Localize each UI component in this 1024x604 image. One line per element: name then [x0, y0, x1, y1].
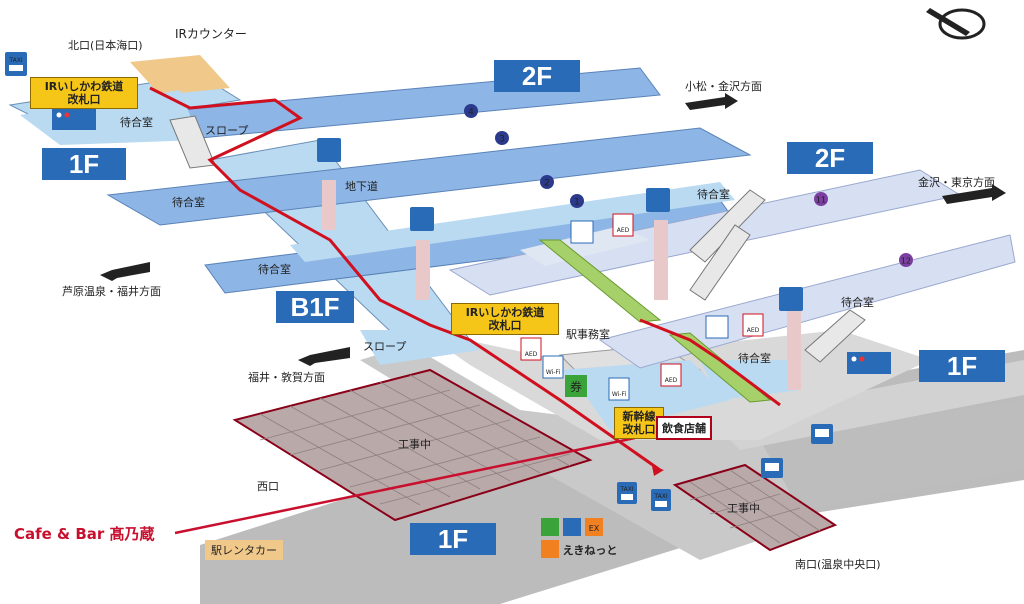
svg-text:1: 1	[574, 198, 580, 208]
svg-text:4: 4	[468, 108, 474, 118]
waiting-room-2f-left: 待合室	[172, 195, 205, 209]
north-exit-label: 北口(日本海口)	[68, 38, 143, 52]
waiting-room-nw: 待合室	[120, 115, 153, 129]
svg-text:券: 券	[570, 379, 582, 394]
ir-counter-label: IRカウンター	[175, 27, 247, 41]
cafe-callout-label: Cafe & Bar 髙乃蔵	[14, 525, 155, 543]
dir-fukui: 福井・敦賀方面	[248, 370, 325, 384]
accessible-route	[149, 86, 661, 472]
dir-awara: 芦原温泉・福井方面	[62, 284, 161, 298]
restaurant-box: 飲食店舗	[656, 416, 712, 440]
ir-gate-top: IRいしかわ鉄道 改札口	[30, 77, 138, 109]
aed-icon: AED AED AED AED	[520, 213, 764, 387]
taxi-icon: TAXI	[5, 52, 27, 76]
direction-arrows	[100, 93, 1006, 366]
svg-text:2: 2	[544, 179, 550, 189]
track-numbers: 4 3 2 1 11 12	[464, 104, 913, 267]
waiting-room-1f-a: 待合室	[841, 295, 874, 309]
accessible-route-2	[639, 318, 781, 407]
taxi-icon-south-1: TAXI	[617, 482, 637, 504]
south-exit-label: 南口(温泉中央口)	[795, 557, 881, 571]
floor-2f-right-badge: 2F	[787, 142, 873, 174]
waiting-room-1f-b: 待合室	[738, 351, 771, 365]
bus-icon	[811, 424, 833, 444]
svg-text:TAXI: TAXI	[619, 486, 633, 493]
slope-top-label: スロープ	[205, 124, 248, 137]
svg-text:TAXI: TAXI	[8, 57, 22, 64]
construction-area-south	[672, 463, 838, 552]
bus-icon-2	[761, 458, 783, 478]
station-office-label: 駅事務室	[566, 327, 610, 341]
floor-2f-upper-badge: 2F	[494, 60, 580, 92]
dir-komatsu: 小松・金沢方面	[685, 79, 762, 93]
floor-b1f-badge: B1F	[276, 291, 354, 323]
west-exit-label: 西口	[257, 480, 279, 493]
construction-label-1: 工事中	[398, 438, 431, 451]
svg-text:TAXI: TAXI	[653, 493, 667, 500]
svg-text:Wi-Fi: Wi-Fi	[546, 369, 561, 376]
floor-1f-bottom-badge: 1F	[410, 523, 496, 555]
svg-text:Wi-Fi: Wi-Fi	[612, 391, 627, 398]
route-arrow	[652, 466, 664, 476]
stairs	[169, 115, 866, 363]
smoking-icon	[570, 220, 729, 339]
ticket-machine-icons: EX えきねっと	[541, 518, 617, 558]
dir-kanazawa-tokyo: 金沢・東京方面	[918, 175, 995, 189]
svg-text:AED: AED	[665, 377, 678, 384]
svg-text:EX: EX	[589, 524, 600, 533]
elevator-icon	[317, 138, 803, 311]
wifi-icon: Wi-Fi Wi-Fi	[542, 355, 630, 401]
svg-text:3: 3	[499, 135, 505, 145]
compass-icon	[926, 8, 986, 40]
svg-text:AED: AED	[525, 351, 538, 358]
waiting-room-2f-right: 待合室	[697, 187, 730, 201]
ticket-icon: 券	[565, 375, 587, 397]
shinkansen-gate: 新幹線 改札口	[614, 407, 664, 439]
svg-text:えきねっと: えきねっと	[563, 544, 618, 557]
waiting-room-b1: 待合室	[258, 262, 291, 276]
floor-1f-right-badge: 1F	[919, 350, 1005, 382]
underground-label: 地下道	[345, 179, 378, 193]
wheelchair-icon	[76, 110, 889, 372]
svg-text:AED: AED	[617, 227, 630, 234]
svg-text:11: 11	[816, 196, 826, 205]
rental-car-label: 駅レンタカー	[205, 540, 283, 560]
cafe-callout-line	[174, 436, 636, 535]
ir-gate-mid: IRいしかわ鉄道 改札口	[451, 303, 559, 335]
svg-text:AED: AED	[747, 327, 760, 334]
slope-bottom-label: スロープ	[363, 340, 406, 353]
elevator-columns	[322, 180, 801, 390]
taxi-icon-south-2: TAXI	[651, 489, 671, 511]
floor-1f-left-badge: 1F	[42, 148, 126, 180]
svg-text:12: 12	[901, 257, 911, 266]
construction-label-2: 工事中	[727, 502, 760, 515]
escalators	[538, 239, 772, 403]
construction-area-west	[232, 368, 593, 522]
